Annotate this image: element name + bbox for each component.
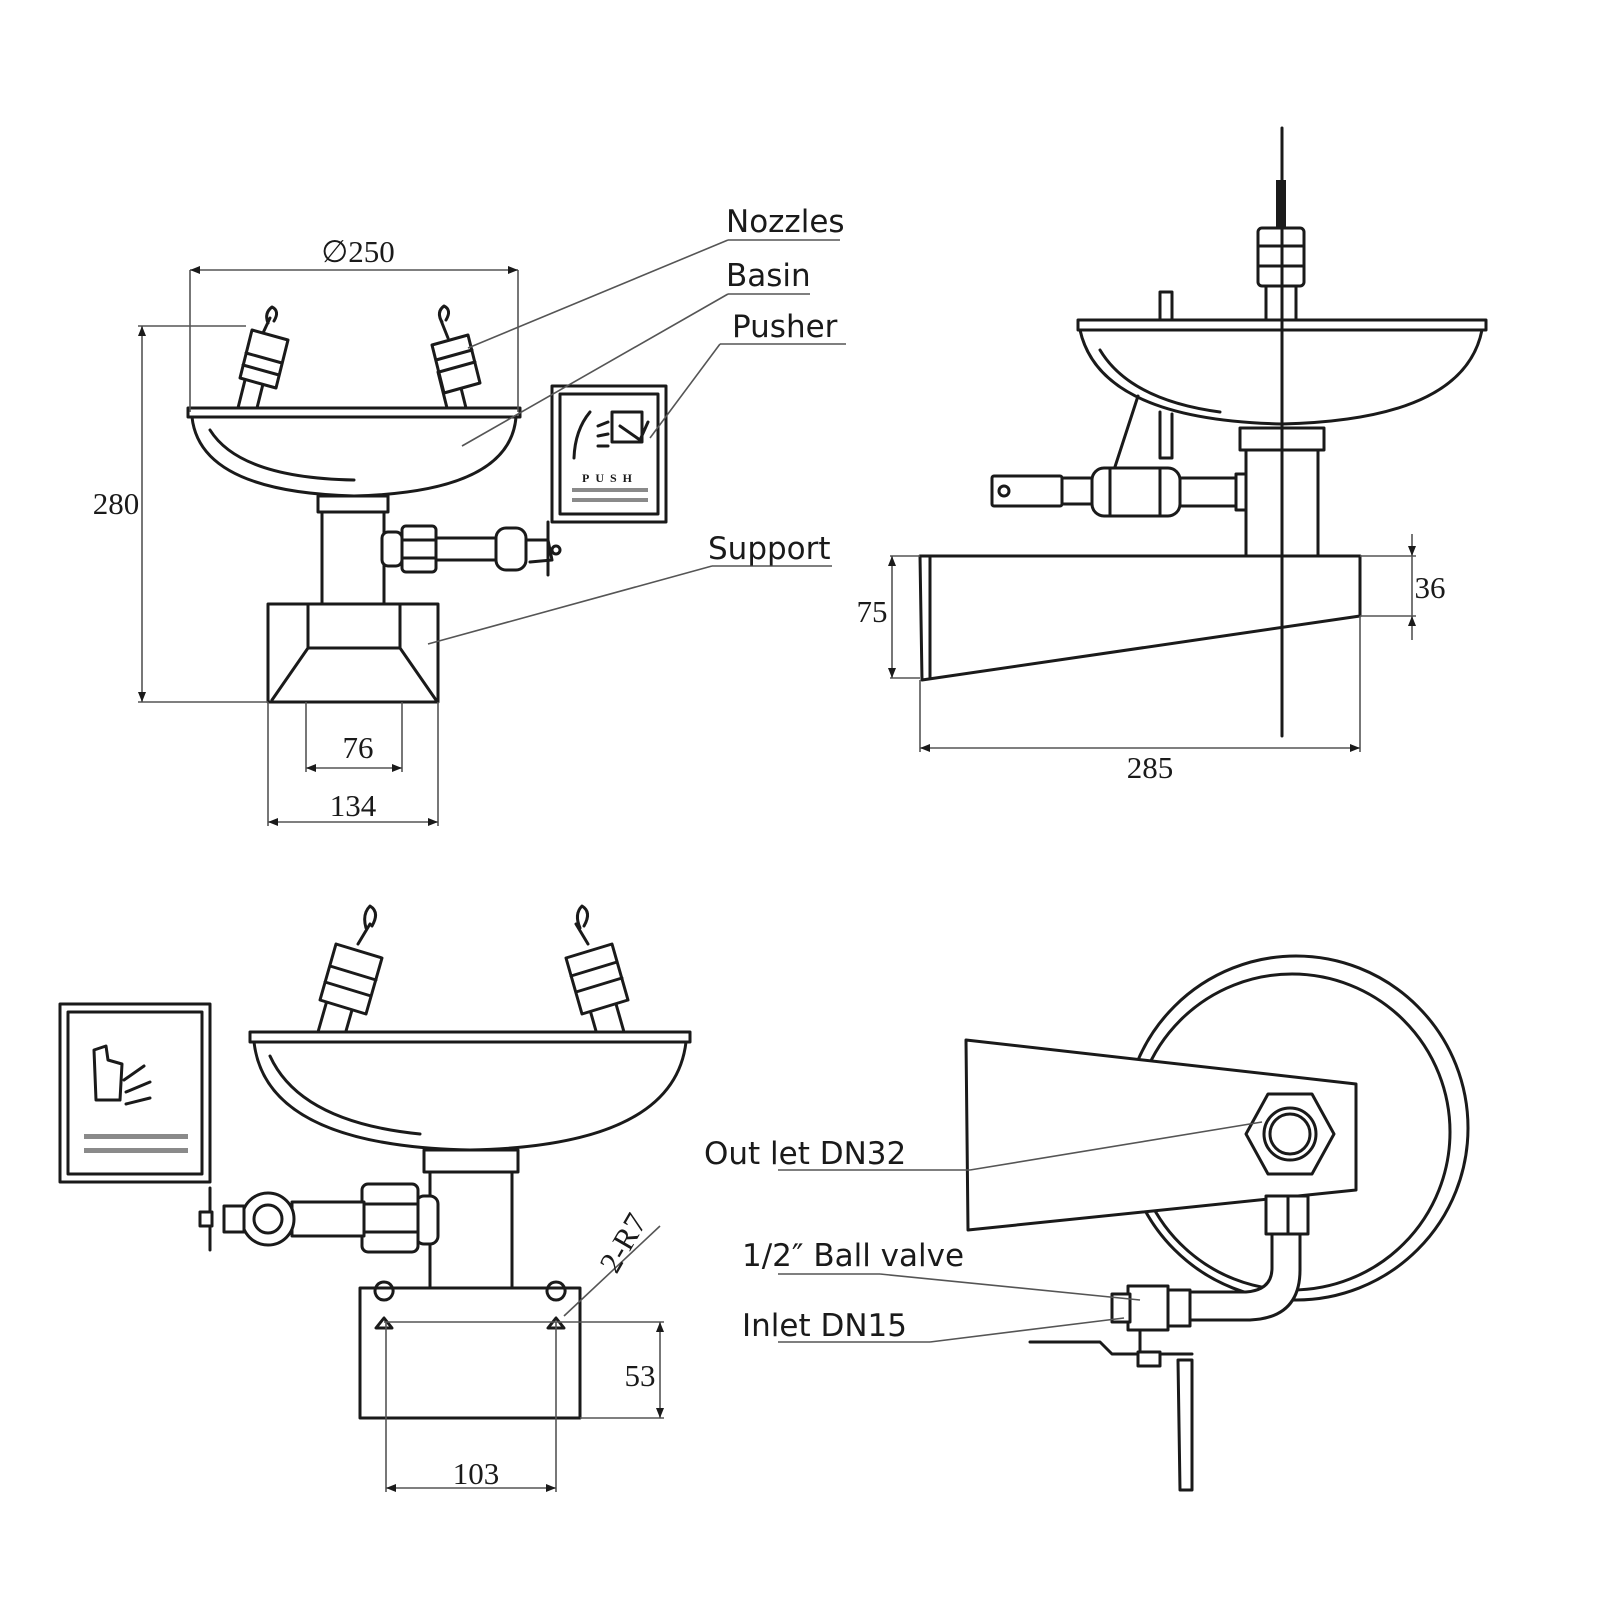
- top-bracket: [964, 1038, 1358, 1232]
- basin: [186, 406, 522, 498]
- front-leaders: [427, 239, 846, 645]
- callout-pusher: Pusher: [732, 309, 838, 345]
- nozzle-left: [236, 305, 290, 414]
- rear-column: [428, 1170, 514, 1292]
- pipe-front: [380, 520, 562, 577]
- pusher-placard: PUSH: [550, 384, 668, 524]
- dim-inner-width: 76: [343, 730, 374, 765]
- collar: [316, 494, 390, 514]
- support-side: [918, 554, 1362, 682]
- dim-hole-height: 53: [625, 1358, 656, 1393]
- side-pipe: [990, 466, 1248, 518]
- top-inlet-pipe: [1028, 1194, 1310, 1492]
- front-view: PUSH: [93, 204, 846, 826]
- callout-outlet: Out let DN32: [704, 1136, 906, 1172]
- callout-nozzles: Nozzles: [726, 204, 845, 240]
- column: [320, 510, 386, 606]
- dims-side: 75 36 285: [857, 534, 1446, 785]
- dim-base-width: 134: [330, 788, 377, 823]
- top-leaders: [778, 1121, 1263, 1343]
- dim-basin-diameter: ∅250: [321, 234, 395, 269]
- side-view: 75 36 285: [857, 126, 1488, 785]
- callout-basin: Basin: [726, 258, 811, 294]
- dim-hole-radius: 2-R7: [592, 1207, 653, 1278]
- callout-inlet: Inlet DN15: [742, 1308, 907, 1344]
- dim-side-height: 75: [857, 594, 888, 629]
- rear-nozzle-left: [316, 904, 384, 1040]
- placard-push-text: PUSH: [582, 471, 638, 485]
- outlet-fitting: [1244, 1092, 1336, 1176]
- callout-ball-valve: 1/2″ Ball valve: [742, 1238, 964, 1274]
- rear-basin: [248, 1030, 692, 1152]
- rear-view: 2-R7 53 103: [58, 904, 692, 1492]
- dim-hole-spacing: 103: [453, 1456, 500, 1491]
- rear-collar: [422, 1148, 520, 1174]
- rear-base: [358, 1280, 582, 1420]
- callout-support: Support: [708, 531, 831, 567]
- nozzle-right: [430, 304, 482, 414]
- dim-height: 280: [93, 486, 140, 521]
- dim-side-thickness: 36: [1415, 570, 1446, 605]
- dim-side-depth: 285: [1127, 750, 1174, 785]
- dims-front: ∅250 280 76 134: [93, 234, 519, 826]
- top-view: Out let DN32 1/2″ Ball valve Inlet DN15: [704, 954, 1470, 1492]
- side-pin: [1158, 290, 1174, 324]
- rear-pipe: [198, 1182, 440, 1254]
- rear-nozzle-right: [564, 904, 630, 1040]
- rear-placard: [58, 1002, 212, 1184]
- support-front: [266, 602, 440, 704]
